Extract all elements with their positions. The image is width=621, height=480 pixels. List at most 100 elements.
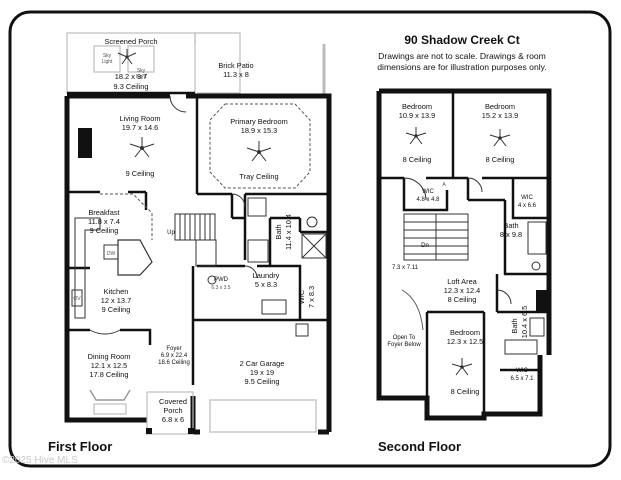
breakfast-bay	[100, 193, 153, 240]
skylight-left-line1: Sky	[103, 53, 112, 59]
door-swings-first	[89, 95, 258, 335]
bedroom1-dims: 10.9 x 13.9	[399, 111, 436, 120]
dishwasher	[103, 244, 119, 260]
bath-first-dims: 11.4 x 10.4	[284, 214, 293, 250]
bedroom2-name: Bedroom	[485, 102, 515, 111]
tray-ceiling	[209, 103, 311, 189]
stair-dims-label: 7.3 x 7.11	[392, 265, 419, 271]
first-floor-label: First Floor	[48, 439, 112, 454]
first-floor-exterior-wall-main	[64, 93, 332, 435]
shower	[301, 233, 327, 259]
stair-treads-first	[179, 214, 211, 240]
dw-label: DW	[107, 251, 116, 257]
bedroom3-ceiling: 8 Ceiling	[451, 387, 480, 396]
watermark: ©2025 Hive MLS	[2, 455, 78, 466]
dining-room-name: Dining Room	[88, 352, 131, 361]
bath2-name: Bath	[510, 318, 519, 333]
wic1-name: WIC	[422, 189, 434, 195]
bath-tub	[247, 239, 269, 263]
shower-diag2	[301, 233, 327, 259]
oven	[71, 289, 83, 307]
open-to-foyer-line1: Open To	[393, 335, 416, 341]
garage-door	[209, 399, 317, 433]
covered-porch-name: Covered	[159, 397, 187, 406]
living-room-dims: 19.7 x 14.6	[122, 123, 159, 132]
skylight-left-line2: Light	[102, 59, 113, 65]
kitchen-name: Kitchen	[104, 287, 129, 296]
covered-porch-name2: Porch	[163, 406, 182, 415]
primary-bedroom-ceiling: Tray Ceiling	[239, 172, 278, 181]
pwd-dims: 6.3 x 3.5	[211, 285, 230, 291]
loft-ceiling: 8 Ceiling	[448, 295, 477, 304]
bedroom2-ceiling: 8 Ceiling	[486, 155, 515, 164]
bedroom1-ceiling: 8 Ceiling	[403, 155, 432, 164]
dining-window	[93, 403, 127, 415]
bath1-dims: 8 x 9.8	[500, 230, 522, 239]
wic-first-name: WIC	[297, 289, 306, 304]
ceiling-fan-living	[129, 137, 155, 158]
wic3-name: WIC	[516, 368, 528, 374]
porch-column-left	[146, 428, 152, 434]
dining-room-ceiling: 17.8 Ceiling	[89, 370, 128, 379]
breakfast-ceiling: 9 Ceiling	[90, 226, 119, 235]
brick-patio-name: Brick Patio	[218, 61, 253, 70]
bath-first-name: Bath	[274, 224, 283, 239]
ceiling-fan-primary	[246, 141, 272, 162]
hvac-closet	[536, 290, 549, 312]
kitchen-ceiling: 9 Ceiling	[102, 305, 131, 314]
bedroom2-dims: 15.2 x 13.9	[482, 111, 519, 120]
bedroom1-name: Bedroom	[402, 102, 432, 111]
up-label: Up	[167, 230, 175, 236]
bath1-name: Bath	[503, 221, 518, 230]
door-swings-second	[403, 177, 512, 305]
bedroom3-dims: 12.3 x 12.5	[447, 337, 484, 346]
second-floor-plan: Bedroom 10.9 x 13.9 8 Ceiling Bedroom 15…	[376, 88, 552, 454]
ceiling-fan-bedroom1	[405, 127, 427, 145]
laundry-appliances	[261, 299, 287, 315]
ov-label: OV	[73, 296, 81, 302]
brick-patio-outline	[194, 32, 241, 94]
dining-bay-window	[89, 389, 131, 401]
disclaimer-line1: Drawings are not to scale. Drawings & ro…	[378, 51, 546, 61]
second-floor-label: Second Floor	[378, 439, 461, 454]
living-room-name: Living Room	[119, 114, 160, 123]
bath1-tub	[527, 221, 547, 255]
open-to-foyer-curve	[401, 289, 424, 331]
skylight-right-line2: Light	[136, 74, 147, 80]
skylight-right-line1: Sky	[137, 68, 146, 74]
loft-dims: 12.3 x 12.4	[444, 286, 481, 295]
screened-porch-name: Screened Porch	[105, 37, 158, 46]
covered-porch-outline	[146, 391, 194, 435]
breakfast-name: Breakfast	[88, 208, 119, 217]
screened-porch-dims: 18.2 x 9.7	[115, 72, 147, 81]
bath2-tub	[504, 339, 538, 355]
kitchen-dims: 12 x 13.7	[101, 296, 131, 305]
foyer-name: Foyer	[166, 346, 181, 352]
porch-column-right	[188, 428, 194, 434]
page-frame	[8, 10, 612, 468]
bedroom3-name: Bedroom	[450, 328, 480, 337]
interior-walls	[67, 96, 329, 385]
dn-label: Dn	[421, 243, 429, 249]
first-floor-plan: Screened Porch Sky Light Sky Light 18.2 …	[48, 32, 332, 454]
breakfast-dims: 11.8 x 7.4	[88, 217, 120, 226]
ceiling-fan-bedroom3	[451, 358, 473, 376]
dining-room-dims: 12.1 x 12.5	[91, 361, 128, 370]
kitchen-counter	[74, 217, 101, 319]
bath1-toilet	[531, 261, 541, 271]
attic-label: A	[442, 182, 446, 188]
laundry-dims: 5 x 8.3	[255, 280, 277, 289]
wic2-dims: 4 x 6.6	[518, 203, 537, 209]
toilet-bath	[306, 216, 318, 228]
disclaimer-line2: dimensions are for illustration purposes…	[377, 62, 546, 72]
screened-porch-ceiling: 9.3 Ceiling	[114, 82, 149, 91]
primary-bedroom-name: Primary Bedroom	[230, 117, 288, 126]
wic-first-dims: 7 x 8.3	[307, 286, 316, 308]
ceiling-fan-porch	[117, 49, 137, 65]
garage-dims: 19 x 19	[250, 368, 274, 377]
laundry-name: Laundry	[253, 271, 280, 280]
bath2-dims: 10.4 x 6.5	[520, 306, 529, 338]
covered-porch-dims: 6.8 x 6	[162, 415, 184, 424]
foyer-ceiling: 18.6 Ceiling	[158, 360, 190, 366]
